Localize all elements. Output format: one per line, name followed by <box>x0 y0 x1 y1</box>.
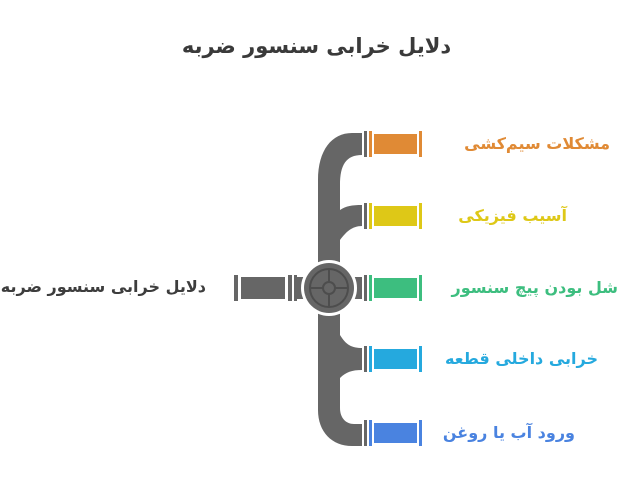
branch-stub-4 <box>340 335 362 378</box>
branch-label-3: شل بودن پیچ سنسور <box>451 278 619 297</box>
branch-label-2: آسیب فیزیکی <box>458 206 567 225</box>
branch-label-4: خرابی داخلی قطعه <box>444 349 598 368</box>
valve-icon <box>301 260 357 316</box>
branch-label-5: ورود آب یا روغن <box>442 423 575 442</box>
branch-connector-1 <box>364 131 422 157</box>
branch-stub-2 <box>340 205 362 240</box>
branch-connector-2 <box>364 203 422 229</box>
root-label: دلایل خرابی سنسور ضربه <box>0 277 206 296</box>
branch-label-1: مشکلات سیم‌کشی <box>464 134 610 153</box>
diagram-title: دلایل خرابی سنسور ضربه <box>181 34 452 58</box>
branch-connector-5 <box>364 420 422 446</box>
branch-connector-4 <box>364 346 422 372</box>
branch-connector-3 <box>364 275 422 301</box>
